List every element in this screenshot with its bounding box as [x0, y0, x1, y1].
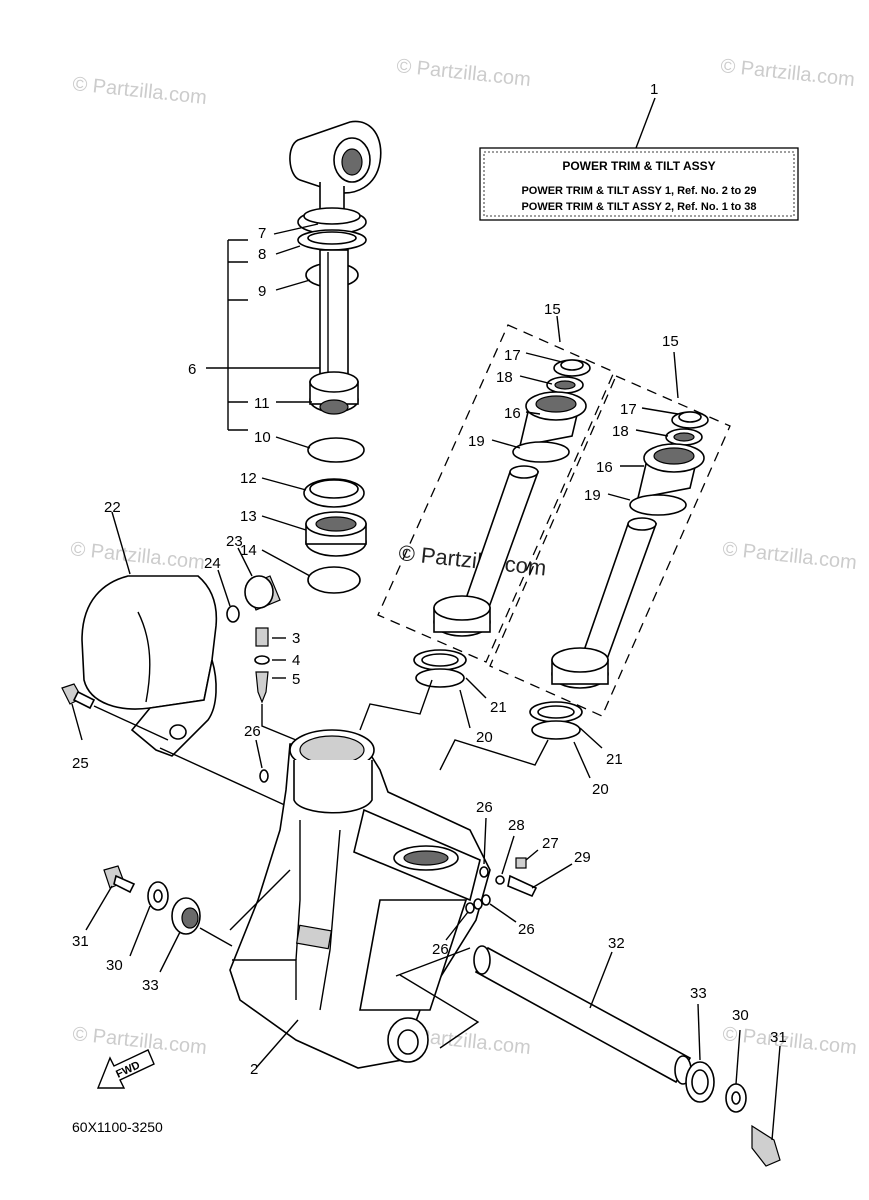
left-fittings-31-30-33: [85, 865, 233, 973]
callout-13[interactable]: 13: [240, 508, 257, 525]
callout-31[interactable]: 31: [72, 933, 89, 950]
main-housing-2: [229, 729, 491, 1069]
rings-20-21: [413, 649, 583, 740]
callout-16[interactable]: 16: [504, 405, 521, 422]
callout-2[interactable]: 2: [250, 1061, 258, 1078]
callout-33[interactable]: 33: [690, 985, 707, 1002]
callout-22[interactable]: 22: [104, 499, 121, 516]
info-box-line-2: POWER TRIM & TILT ASSY 2, Ref. No. 1 to …: [521, 201, 756, 213]
o-rings-26: [255, 739, 517, 941]
callout-labels: 1 2 3 4 5 6 7 8 9 10 11 12 13 14 15 15 1…: [72, 81, 787, 1078]
callout-7[interactable]: 7: [258, 225, 266, 242]
callout-12[interactable]: 12: [240, 470, 257, 487]
o-ring-14: [307, 566, 361, 594]
callout-21[interactable]: 21: [606, 751, 623, 768]
callout-18[interactable]: 18: [496, 369, 513, 386]
callout-15[interactable]: 15: [544, 301, 561, 318]
callout-15[interactable]: 15: [662, 333, 679, 350]
callout-20[interactable]: 20: [592, 781, 609, 798]
callout-26[interactable]: 26: [244, 723, 261, 740]
tilt-ram-assembly: [289, 120, 382, 415]
callout-11[interactable]: 11: [254, 395, 270, 412]
fwd-label: FWD: [114, 1059, 142, 1080]
callout-26[interactable]: 26: [432, 941, 449, 958]
diagram-code: 60X1100-3250: [72, 1119, 163, 1135]
callout-5[interactable]: 5: [292, 671, 300, 688]
watermark: © Partzilla.com: [721, 1023, 857, 1059]
callout-32[interactable]: 32: [608, 935, 625, 952]
callout-3[interactable]: 3: [292, 630, 300, 647]
trim-ram-assembly-1: [377, 324, 615, 663]
callout-14[interactable]: 14: [240, 542, 257, 559]
callout-17[interactable]: 17: [504, 347, 521, 364]
callout-28[interactable]: 28: [508, 817, 525, 834]
callout-10[interactable]: 10: [254, 429, 271, 446]
fwd-arrow: FWD: [96, 1049, 155, 1089]
callout-26[interactable]: 26: [476, 799, 493, 816]
watermark: © Partzilla.com: [71, 73, 207, 109]
callout-bracket-6: [206, 223, 320, 577]
parts-3-4-5: [254, 627, 297, 741]
trim-leaders: [359, 315, 679, 779]
watermark-center: © Partzilla.com: [397, 540, 547, 580]
callout-24[interactable]: 24: [204, 555, 221, 572]
callout-30[interactable]: 30: [106, 957, 123, 974]
callout-21[interactable]: 21: [490, 699, 507, 716]
callout-23[interactable]: 23: [226, 533, 243, 550]
callout-19[interactable]: 19: [468, 433, 485, 450]
parts-23-24: [217, 547, 281, 623]
watermark: © Partzilla.com: [69, 538, 205, 574]
callout-30[interactable]: 30: [732, 1007, 749, 1024]
callout-17[interactable]: 17: [620, 401, 637, 418]
watermark: © Partzilla.com: [721, 538, 857, 574]
callout-20[interactable]: 20: [476, 729, 493, 746]
info-box-title: POWER TRIM & TILT ASSY: [562, 159, 715, 173]
right-fittings-33-30-31: [685, 1003, 781, 1167]
callout-6[interactable]: 6: [188, 361, 196, 378]
callout-8[interactable]: 8: [258, 246, 266, 263]
watermark: © Partzilla.com: [719, 55, 855, 91]
callout-33[interactable]: 33: [142, 977, 159, 994]
o-ring-10: [307, 437, 365, 463]
assembly-info-box: POWER TRIM & TILT ASSY POWER TRIM & TILT…: [479, 97, 799, 221]
callout-19[interactable]: 19: [584, 487, 601, 504]
callout-9[interactable]: 9: [258, 283, 266, 300]
callout-1[interactable]: 1: [650, 81, 658, 98]
bolt-25: [61, 683, 301, 813]
callout-18[interactable]: 18: [612, 423, 629, 440]
callout-16[interactable]: 16: [596, 459, 613, 476]
callout-31[interactable]: 31: [770, 1029, 787, 1046]
motor-cover-22: [81, 511, 218, 757]
callout-4[interactable]: 4: [292, 652, 300, 669]
callout-25[interactable]: 25: [72, 755, 89, 772]
callout-26[interactable]: 26: [518, 921, 535, 938]
watermark: © Partzilla.com: [395, 55, 531, 91]
info-box-line-1: POWER TRIM & TILT ASSY 1, Ref. No. 2 to …: [521, 185, 756, 197]
callout-29[interactable]: 29: [574, 849, 591, 866]
ram-rings-10-14: [303, 437, 367, 594]
parts-27-28-29: [495, 835, 573, 898]
callout-27[interactable]: 27: [542, 835, 559, 852]
trim-ram-assembly-2: [489, 375, 731, 717]
